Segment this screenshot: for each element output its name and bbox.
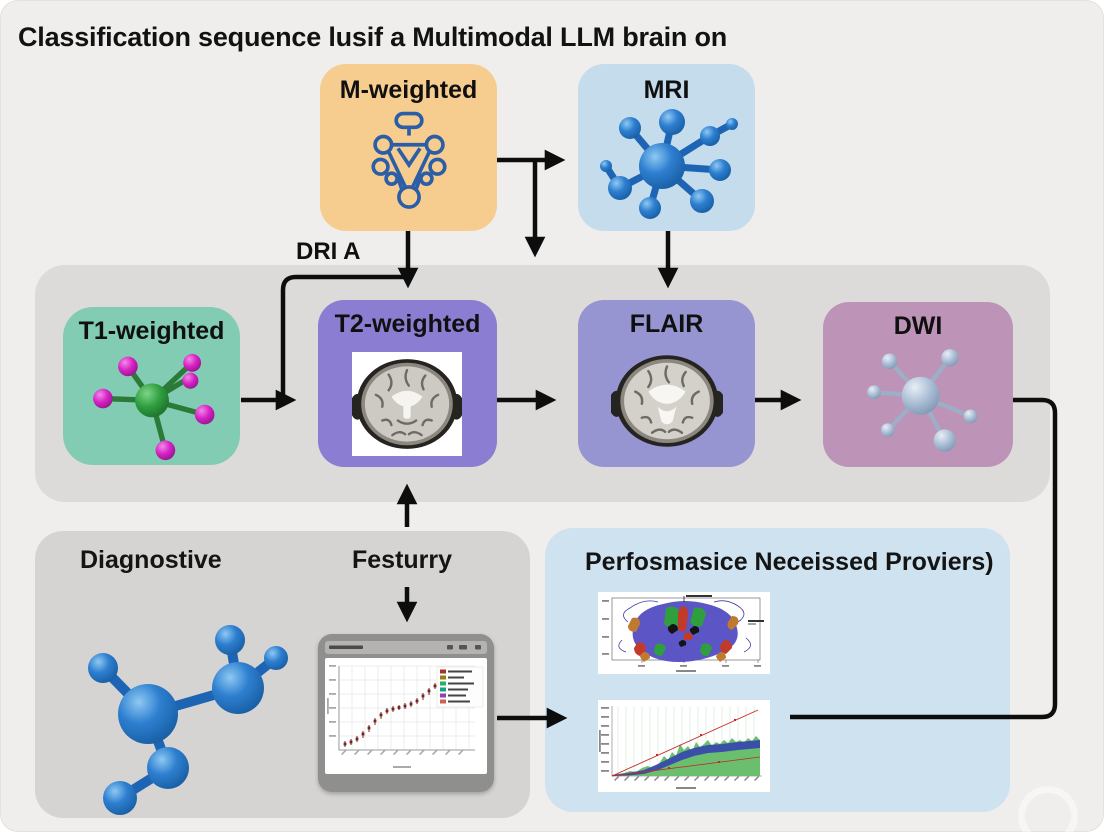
node-flair: FLAIR — [578, 300, 755, 467]
brain-segmentation-map-figure — [598, 592, 770, 674]
t2-brain-frame — [350, 352, 464, 459]
node-t1-weighted: T1-weighted — [63, 307, 240, 465]
node-t2-weighted-label: T2-weighted — [334, 310, 481, 338]
watermark-circle — [1018, 786, 1078, 832]
festurry-label: Festurry — [352, 546, 453, 574]
network-schematic-icon — [354, 108, 464, 225]
area-growth-chart-figure — [598, 700, 770, 792]
brain-mri-axial-image — [350, 354, 464, 459]
scatter-chart-window — [318, 634, 494, 792]
legend — [436, 666, 484, 708]
molecule-3d-blue-large-icon — [48, 596, 304, 823]
diagnostive-label: Diagnostive — [80, 546, 222, 574]
molecule-3d-blue-icon — [592, 106, 742, 229]
node-flair-label: FLAIR — [629, 310, 704, 338]
edge-label-dri-a: DRI A — [296, 238, 361, 265]
node-mri: MRI — [578, 64, 755, 231]
page-title: Classification sequence lusif a Multimod… — [18, 22, 728, 52]
node-m-weighted: M-weighted — [320, 64, 497, 231]
brain-mri-axial-image — [609, 350, 725, 457]
window-titlebar — [325, 641, 487, 654]
node-dwi-label: DWI — [893, 312, 943, 340]
node-mri-label: MRI — [643, 76, 690, 104]
scatter-chart — [325, 658, 487, 774]
performance-label: Perfosmasice Neceissed Proviers) — [585, 548, 994, 576]
node-m-weighted-label: M-weighted — [339, 76, 478, 104]
node-t1-weighted-label: T1-weighted — [78, 317, 225, 345]
molecule-3d-steelblue-icon — [845, 344, 991, 461]
molecule-3d-green-magenta-icon — [77, 345, 227, 466]
node-dwi: DWI — [823, 302, 1013, 467]
